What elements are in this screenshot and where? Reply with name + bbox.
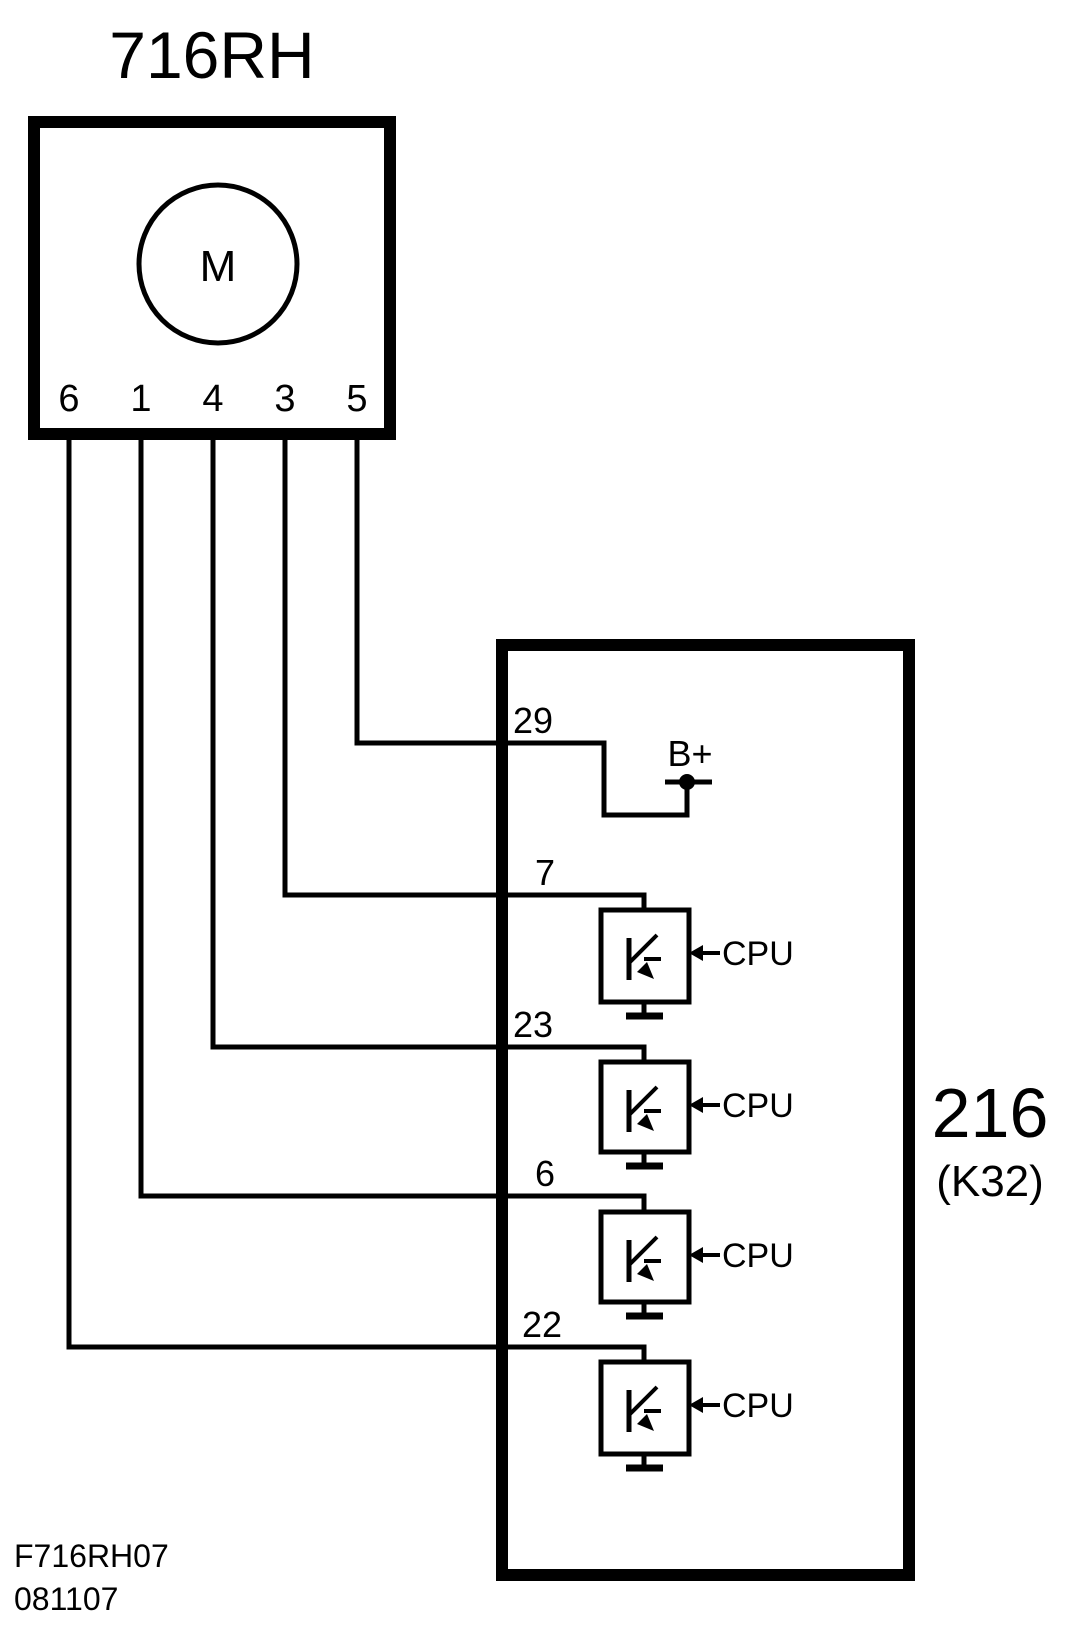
cpu-arrow-icon xyxy=(689,1097,703,1113)
module-pin-label: 6 xyxy=(535,1153,555,1194)
motor-pin-label: 1 xyxy=(130,378,151,420)
wire-pin1-to-6 xyxy=(138,437,647,1213)
transistor-collector xyxy=(627,933,659,965)
cpu-arrow-icon xyxy=(689,945,703,961)
motor-symbol-label: M xyxy=(200,242,237,291)
wire-pin3-to-7 xyxy=(282,437,647,911)
low-side-driver: CPU xyxy=(598,907,794,1020)
wire-pin6-to-22 xyxy=(66,437,647,1363)
transistor-collector xyxy=(627,1085,659,1117)
module-subtitle: (K32) xyxy=(936,1157,1044,1206)
transistor-collector xyxy=(627,1235,659,1267)
transistor-collector xyxy=(627,1385,659,1417)
transistor-arrow-icon xyxy=(637,1264,654,1281)
cpu-label: CPU xyxy=(722,935,794,973)
low-side-driver: CPU xyxy=(598,1059,794,1170)
motor-pin-label: 4 xyxy=(202,378,223,420)
motor-title: 716RH xyxy=(109,18,314,92)
driver-box xyxy=(598,1209,692,1305)
module-pin-label: 29 xyxy=(513,700,553,741)
cpu-label: CPU xyxy=(722,1387,794,1425)
motor-box xyxy=(28,116,396,440)
module-pin-label: 23 xyxy=(513,1004,553,1045)
diagram-date: 081107 xyxy=(14,1581,118,1617)
transistor-arrow-icon xyxy=(637,1414,654,1431)
module-pin-label: 22 xyxy=(522,1304,562,1345)
supply-node-dot xyxy=(679,774,695,790)
diagram-code: F716RH07 xyxy=(14,1538,169,1574)
transistor-arrow-icon xyxy=(637,1114,654,1131)
motor-symbol-circle xyxy=(136,182,300,346)
cpu-arrow-icon xyxy=(689,1247,703,1263)
low-side-driver: CPU xyxy=(598,1359,794,1472)
cpu-label: CPU xyxy=(722,1237,794,1275)
transistor-arrow-icon xyxy=(637,962,654,979)
wire-pin5-to-29 xyxy=(354,437,690,818)
driver-box xyxy=(598,1359,692,1457)
cpu-label: CPU xyxy=(722,1087,794,1125)
low-side-driver: CPU xyxy=(598,1209,794,1320)
wire-pin4-to-23 xyxy=(210,437,647,1063)
motor-pin-label: 3 xyxy=(274,378,295,420)
supply-label: B+ xyxy=(667,733,712,774)
cpu-arrow-icon xyxy=(689,1397,703,1413)
motor-pin-label: 5 xyxy=(346,378,367,420)
module-pin-label: 7 xyxy=(535,852,555,893)
module-title: 216 xyxy=(932,1074,1049,1152)
module-box xyxy=(496,639,915,1581)
driver-box xyxy=(598,1059,692,1155)
driver-box xyxy=(598,907,692,1005)
motor-pin-label: 6 xyxy=(58,378,79,420)
